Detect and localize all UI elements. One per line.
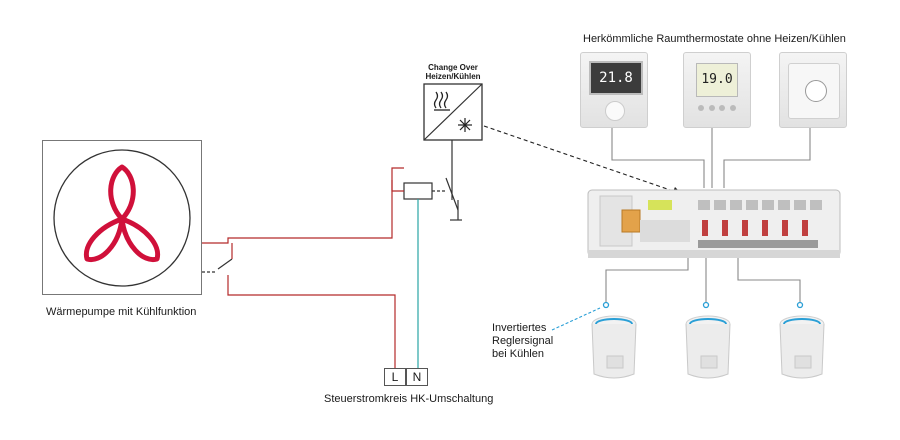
fan-icon bbox=[53, 149, 191, 287]
wire-red-upper bbox=[202, 167, 404, 244]
annotation-arrow bbox=[551, 307, 601, 331]
terminal-n: N bbox=[406, 368, 428, 386]
heat-pump-label: Wärmepumpe mit Kühlfunktion bbox=[46, 306, 197, 318]
co-switch-contact bbox=[445, 177, 459, 211]
signal-arrow bbox=[483, 125, 677, 193]
thermostat-knob bbox=[605, 101, 625, 121]
control-circuit-label: Steuerstromkreis HK-Umschaltung bbox=[324, 393, 494, 405]
change-over-label: Change Over Heizen/Kühlen bbox=[425, 63, 481, 81]
lcd-display: 21.8 bbox=[589, 61, 643, 95]
lcd-display: 19.0 bbox=[696, 63, 738, 97]
terminal-l: L bbox=[384, 368, 406, 386]
heat-waves-icon bbox=[433, 91, 450, 111]
actuator-3 bbox=[779, 315, 825, 379]
relay-coil bbox=[403, 182, 433, 200]
actuator-1 bbox=[591, 315, 637, 379]
actuator-2 bbox=[685, 315, 731, 379]
dial-knob bbox=[805, 80, 827, 102]
lcd-thermostat-white: 19.0 bbox=[683, 52, 751, 128]
heat-pump-box bbox=[42, 140, 202, 295]
dial-thermostat bbox=[779, 52, 847, 128]
snowflake-icon bbox=[458, 118, 472, 132]
controller-board bbox=[587, 189, 841, 258]
switch-contact bbox=[217, 258, 233, 270]
wire-red-lower bbox=[227, 275, 396, 368]
inverted-signal-annotation: Invertiertes Reglersignal bei Kühlen bbox=[492, 322, 554, 360]
lcd-thermostat-black: 21.8 bbox=[580, 52, 648, 128]
page-title: Herkömmliche Raumthermostate ohne Heizen… bbox=[583, 33, 846, 45]
